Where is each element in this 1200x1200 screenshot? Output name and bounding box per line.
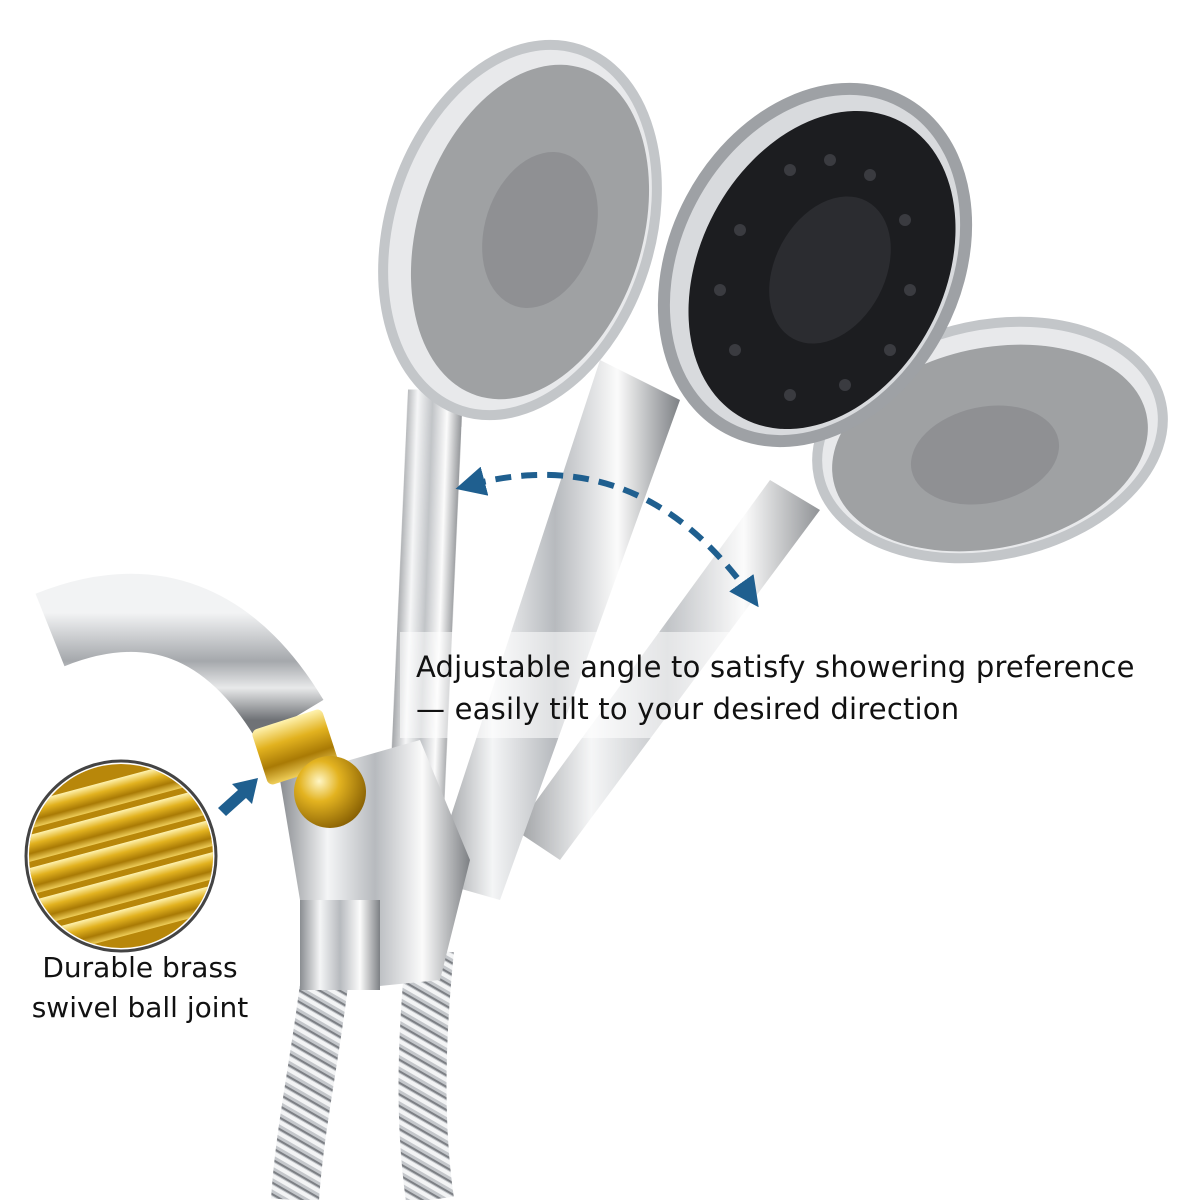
- angle-caption-line-2: — easily tilt to your desired direction: [416, 692, 960, 726]
- angle-caption-line-1: Adjustable angle to satisfy showering pr…: [416, 650, 1135, 684]
- shower-arm-pipe: [35, 573, 324, 741]
- brass-detail-inset: [24, 759, 218, 953]
- shower-head-left-ghost: [378, 39, 662, 871]
- brass-swivel-joint: [252, 709, 366, 828]
- brass-caption-line-2: swivel ball joint: [31, 991, 249, 1024]
- caption-backdrop: [400, 632, 1190, 738]
- arrow-pointer-icon: [218, 778, 258, 816]
- curved-double-arrow-icon: [455, 466, 759, 608]
- brass-caption-line-1: Durable brass: [42, 951, 238, 984]
- brass-caption: Durable brass swivel ball joint: [20, 948, 260, 1028]
- angle-caption: Adjustable angle to satisfy showering pr…: [416, 646, 1176, 730]
